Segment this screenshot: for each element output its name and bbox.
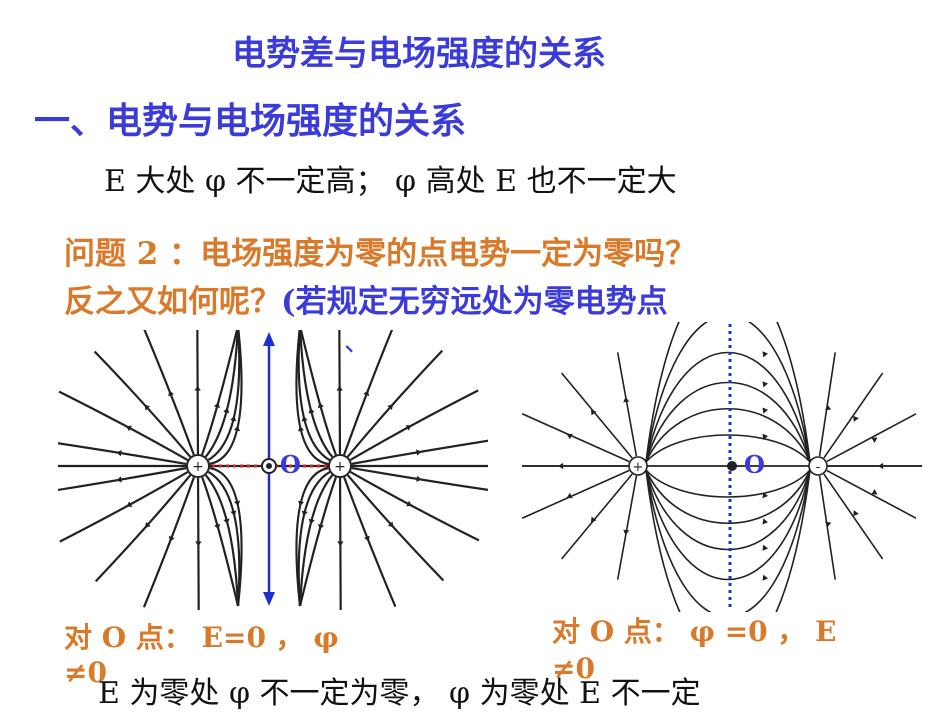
point-o-label: O <box>744 450 765 479</box>
question-paren-end: 、 <box>344 328 371 358</box>
charge-minus: - <box>808 456 828 476</box>
section-heading: 一、电势与电场强度的关系 <box>34 100 467 142</box>
charge-plus: + <box>628 456 648 476</box>
question-paren: (若规定无穷远处为零电势点 <box>281 284 668 320</box>
field-diagram-dipole: + - O <box>522 322 922 612</box>
svg-text:+: + <box>192 459 204 475</box>
question-prefix: 反之又如何呢？ <box>64 284 281 320</box>
field-diagram-like-charges: + + O <box>58 330 488 610</box>
point-o-label: O <box>280 450 301 479</box>
conclusion-text: E 为零处 φ 不一定为零， φ 为零处 E 不一定 <box>98 676 701 711</box>
right-caption-line-1: 对 O 点： φ =0 ， E <box>552 615 837 648</box>
left-caption-line-2: ≠0 <box>64 656 107 689</box>
charge-left-plus: + <box>186 454 210 478</box>
charge-right-plus: + <box>328 454 352 478</box>
question-line-1: 问题 2 ：电场强度为零的点电势一定为零吗？ <box>64 236 697 272</box>
statement-text: E 大处 φ 不一定高； φ 高处 E 也不一定大 <box>104 164 677 199</box>
right-caption-line-2: ≠0 <box>552 652 595 685</box>
page-title: 电势差与电场强度的关系 <box>232 34 606 74</box>
svg-text:+: + <box>633 460 644 475</box>
point-o-marker <box>727 461 737 471</box>
svg-text:+: + <box>334 459 346 475</box>
question-line-2: 反之又如何呢？(若规定无穷远处为零电势点 <box>64 276 668 321</box>
left-caption-line-1: 对 O 点： E=0 ， φ <box>64 621 339 654</box>
svg-text:-: - <box>816 460 821 475</box>
